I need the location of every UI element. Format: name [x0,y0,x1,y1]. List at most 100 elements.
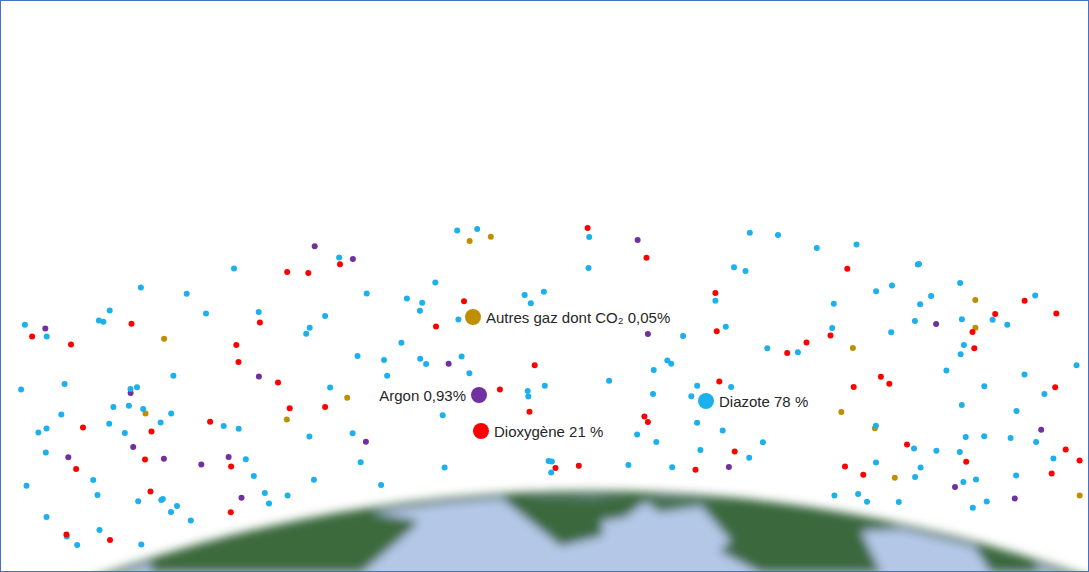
legend-entry: Diazote 78 % [698,393,808,410]
molecule-dot [454,228,460,234]
molecule-dot [838,409,844,415]
molecule-dot [226,454,232,460]
molecule-dot [1014,408,1020,414]
molecule-dot [467,238,473,244]
molecule-dot [911,445,917,451]
molecule-dot [44,426,50,432]
molecule-dot [525,388,531,394]
molecule-dot [634,432,640,438]
molecule-dot [142,456,148,462]
molecule-dot [669,464,675,470]
molecule-dot [322,404,328,410]
molecule-dot [344,395,350,401]
molecule-dot [694,420,700,426]
molecule-dot [497,386,503,392]
molecule-dot [97,527,103,533]
molecule-dot [106,421,112,427]
molecule-dot [970,329,976,335]
molecule-dot [918,465,924,471]
molecule-dot [43,449,49,455]
molecule-dot [984,499,990,505]
molecule-dot [972,297,978,303]
molecule-dot [726,464,732,470]
molecule-dot [1077,492,1083,498]
molecule-dot [466,370,472,376]
molecule-dot [327,384,333,390]
molecule-dot [275,379,281,385]
molecule-dot [29,334,35,340]
molecule-dot [170,373,176,379]
molecule-dot [723,324,729,330]
molecule-dot [307,325,313,331]
molecule-dot [266,501,272,507]
molecule-dot [878,374,884,380]
molecule-dot [961,342,967,348]
molecule-dot [384,373,390,379]
molecule-dot [585,225,591,231]
molecule-dot [990,317,996,323]
molecule-dot [161,456,167,462]
molecule-dot [747,230,753,236]
molecule-dot [257,319,263,325]
molecule-dot [650,391,656,397]
molecule-dot [417,356,423,362]
molecule-dot [963,434,969,440]
molecule-dot [336,255,342,261]
molecule-dot [970,505,976,511]
molecule-dot [916,261,922,267]
molecule-dot [149,428,155,434]
molecule-dot [680,333,686,339]
molecule-dot [90,477,96,483]
molecule-dot [122,430,128,436]
molecule-dot [889,283,895,289]
molecule-dot [943,368,949,374]
molecule-dot [459,354,465,360]
molecule-dot [854,242,860,248]
molecule-dot [58,411,64,417]
molecule-dot [44,514,50,520]
molecule-dot [728,384,734,390]
molecule-dot [542,383,548,389]
molecule-dot [1038,427,1044,433]
molecule-dot [287,405,293,411]
molecule-dot [904,441,910,447]
molecule-dot [446,361,452,367]
molecule-dot [814,245,820,251]
molecule-dot [107,307,113,313]
molecule-dot [455,317,461,323]
molecule-dot [892,475,898,481]
molecule-dot [850,345,856,351]
molecule-dot [548,470,554,476]
molecule-dot [960,479,966,485]
molecule-dot [651,367,657,373]
molecule-dot [1074,362,1080,368]
molecule-dot [284,269,290,275]
molecule-dot [148,489,154,495]
molecule-dot [1077,457,1083,463]
legend-text: Dioxygène 21 % [494,423,603,440]
molecule-dot [959,402,965,408]
molecule-dot [474,226,480,232]
molecule-dot [161,336,167,342]
molecule-dot [95,492,101,498]
molecule-dot [1012,496,1018,502]
molecule-dot [80,424,86,430]
molecule-dot [714,328,720,334]
molecule-dot [65,454,71,460]
molecule-dot [896,499,902,505]
molecule-dot [188,517,194,523]
molecule-dot [1049,471,1055,477]
molecule-dot [364,291,370,297]
molecule-dot [644,255,650,261]
molecule-dot [312,243,318,249]
molecule-dot [168,410,174,416]
molecule-dot [350,430,356,436]
molecule-dot [221,423,227,429]
molecule-dot [933,321,939,327]
molecule-dot [1013,473,1019,479]
molecule-dot [641,414,647,420]
molecule-dot [363,439,369,445]
molecule-dot [207,419,213,425]
molecule-dot [720,427,726,433]
molecule-dot [888,329,894,335]
